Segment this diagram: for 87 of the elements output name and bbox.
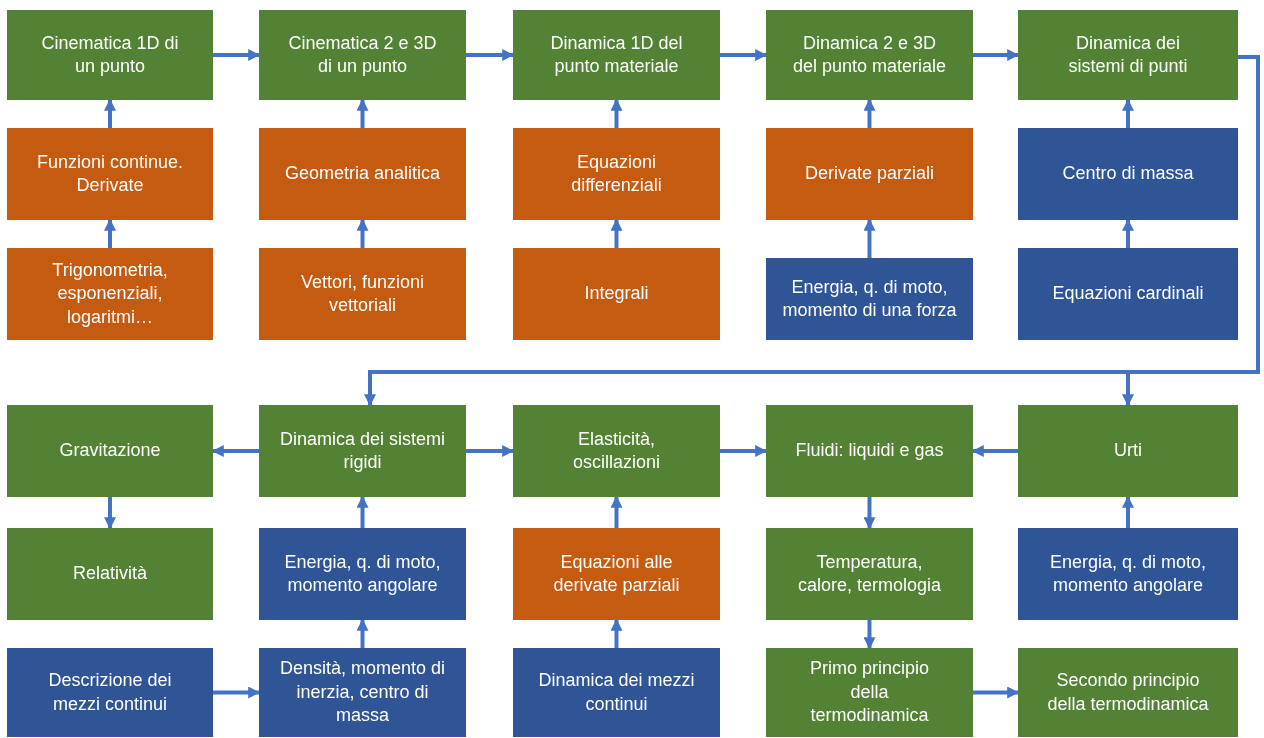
box-label: Dinamica 1D del punto materiale <box>549 31 684 78</box>
box-label: Vettori, funzioni vettoriali <box>299 270 426 317</box>
topic-box <box>259 648 466 737</box>
arrow <box>610 218 623 248</box>
arrow <box>863 218 876 258</box>
arrow <box>1122 495 1134 528</box>
topic-box <box>7 128 213 220</box>
box-label: Primo principio della termodinamica <box>808 657 930 728</box>
topic-box <box>513 405 720 497</box>
arrow <box>1122 218 1134 248</box>
box-label: Fluidi: liquidi e gas <box>795 439 944 463</box>
topic-box <box>259 10 466 100</box>
arrow <box>863 620 876 650</box>
box-label: Dinamica dei sistemi rigidi <box>278 427 447 474</box>
topic-box <box>513 10 720 100</box>
arrow <box>610 618 623 648</box>
topic-box <box>7 648 213 737</box>
topic-box <box>1018 528 1238 620</box>
box-label: Geometria analitica <box>284 162 441 186</box>
topic-box <box>513 248 720 340</box>
box-label: Gravitazione <box>59 439 161 463</box>
arrow <box>863 497 876 530</box>
box-label: Secondo principio della termodinamica <box>1046 669 1210 716</box>
topic-box <box>1018 10 1238 100</box>
arrow <box>863 98 876 128</box>
arrow <box>213 686 261 699</box>
arrow <box>973 686 1020 699</box>
box-label: Dinamica dei sistemi di punti <box>1067 31 1189 78</box>
arrow <box>466 445 515 457</box>
arrow <box>466 49 515 61</box>
topic-box <box>766 405 973 497</box>
box-label: Dinamica 2 e 3D del punto materiale <box>791 31 948 78</box>
topic-box <box>7 248 213 340</box>
topic-box <box>766 128 973 220</box>
topic-box <box>766 648 973 737</box>
arrow <box>213 49 261 61</box>
box-label: Urti <box>1114 439 1142 463</box>
topic-box <box>259 128 466 220</box>
arrow <box>104 98 116 128</box>
topic-box <box>1018 648 1238 737</box>
arrow <box>356 495 369 528</box>
topic-box <box>766 258 973 340</box>
box-label: Funzioni continue. Derivate <box>35 150 185 197</box>
box-label: Energia, q. di moto, momento angolare <box>283 550 442 597</box>
topic-box <box>7 528 213 620</box>
box-label: Energia, q. di moto, momento di una forza <box>781 275 958 322</box>
arrow <box>720 445 768 457</box>
arrow <box>973 49 1020 61</box>
topic-box <box>513 528 720 620</box>
topic-box <box>1018 248 1238 340</box>
arrow <box>356 218 369 248</box>
box-label: Equazioni cardinali <box>1052 282 1204 306</box>
box-label: Descrizione dei mezzi continui <box>47 669 173 716</box>
arrow <box>610 495 623 528</box>
arrow <box>104 218 116 248</box>
box-label: Dinamica dei mezzi continui <box>537 669 696 716</box>
arrow <box>1122 98 1134 128</box>
topic-box <box>513 648 720 737</box>
topic-box <box>1018 128 1238 220</box>
box-label: Energia, q. di moto, momento angolare <box>1048 550 1208 597</box>
topic-box <box>766 10 973 100</box>
box-label: Trigonometria, esponenziali, logaritmi… <box>51 258 169 329</box>
topic-box <box>259 528 466 620</box>
topic-box <box>513 128 720 220</box>
topic-box <box>766 528 973 620</box>
arrow <box>356 618 369 648</box>
arrow <box>610 98 623 128</box>
box-label: Densità, momento di inerzia, centro di massa <box>278 657 447 728</box>
topic-box <box>259 405 466 497</box>
box-label: Cinematica 1D di un punto <box>40 31 180 78</box>
topic-box <box>1018 405 1238 497</box>
box-label: Equazioni alle derivate parziali <box>552 550 681 597</box>
arrow <box>356 98 369 128</box>
topic-box <box>259 248 466 340</box>
box-label: Derivate parziali <box>804 162 935 186</box>
box-label: Equazioni differenziali <box>570 150 663 197</box>
arrow <box>104 497 116 530</box>
box-label: Cinematica 2 e 3D di un punto <box>287 31 438 78</box>
topic-box <box>7 10 213 100</box>
arrow <box>720 49 768 61</box>
box-label: Integrali <box>584 282 649 306</box>
box-label: Temperatura, calore, termologia <box>796 550 943 597</box>
box-label: Elasticità, oscillazioni <box>571 427 661 474</box>
box-label: Centro di massa <box>1062 162 1194 186</box>
topic-box <box>7 405 213 497</box>
arrow <box>1122 55 1260 407</box>
box-label: Relatività <box>73 562 147 586</box>
